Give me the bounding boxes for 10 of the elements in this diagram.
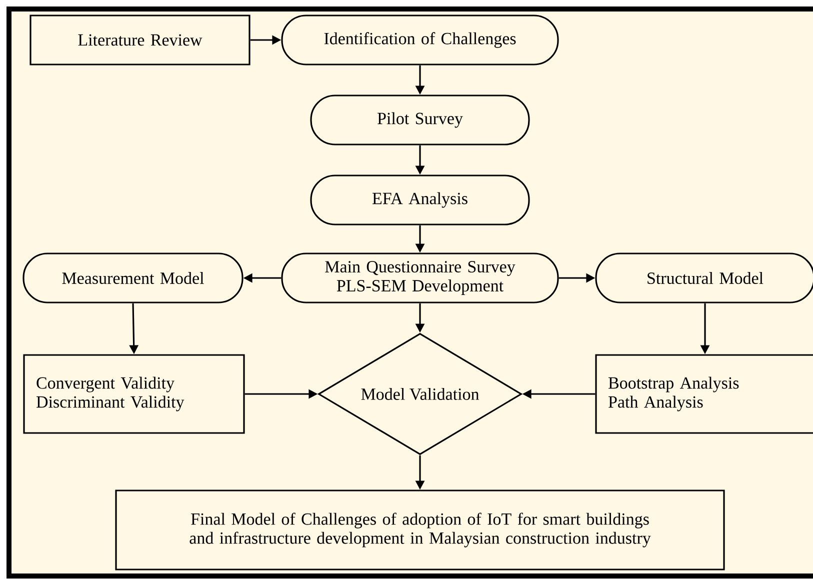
rounded-box: Pilot Survey bbox=[310, 94, 530, 146]
process-box: Final Model of Challenges of adoption of IoT for smart buildings and infrastructure development in Malaysian construction industry bbox=[115, 490, 725, 570]
rounded-box: Main Questionnaire Survey PLS-SEM Development bbox=[281, 252, 559, 304]
rounded-box: Identification of Challenges bbox=[281, 14, 559, 66]
process-box: Bootstrap Analysis Path Analysis bbox=[595, 354, 813, 434]
process-box: Convergent Validity Discriminant Validity bbox=[23, 354, 245, 434]
rounded-box: Structural Model bbox=[595, 252, 813, 304]
process-box: Literature Review bbox=[30, 14, 250, 66]
rounded-box: Measurement Model bbox=[22, 252, 244, 304]
rounded-box: EFA Analysis bbox=[310, 174, 530, 226]
